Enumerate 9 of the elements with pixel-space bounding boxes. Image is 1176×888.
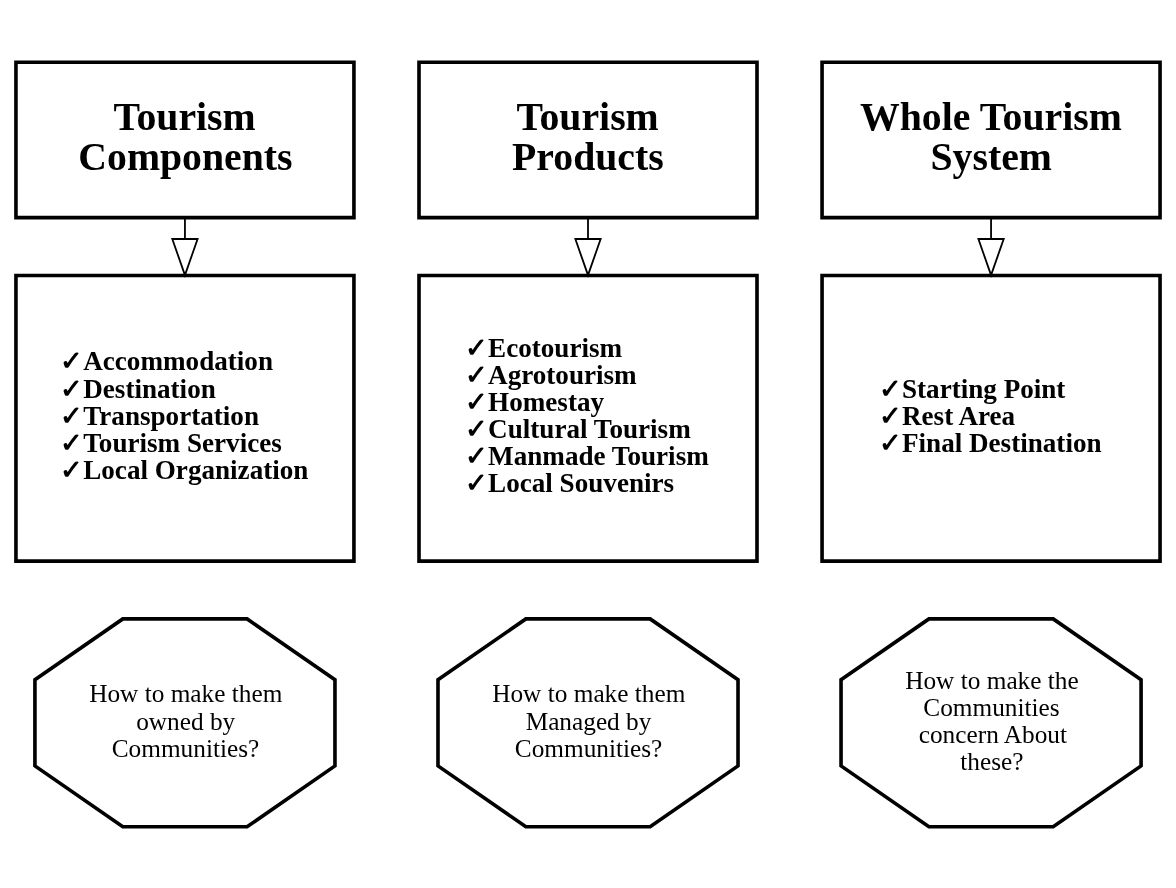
node-box: Tourism Components — [14, 59, 356, 219]
node-box: Whole Tourism System — [820, 59, 1162, 219]
node-box: ✓Accommodation ✓Destination ✓Transportation ✓Tourism Services ✓Local Organization — [14, 273, 356, 563]
arrow — [171, 216, 199, 278]
node-box: ✓Starting Point ✓Rest Area ✓Final Destination — [820, 273, 1162, 563]
node-box: Tourism Products — [417, 59, 759, 219]
arrow — [977, 216, 1005, 278]
arrow — [574, 216, 602, 278]
node-box: ✓Ecotourism ✓Agrotourism ✓Homestay ✓Cultural Tourism ✓Manmade Tourism ✓Local Souvenirs — [417, 273, 759, 563]
